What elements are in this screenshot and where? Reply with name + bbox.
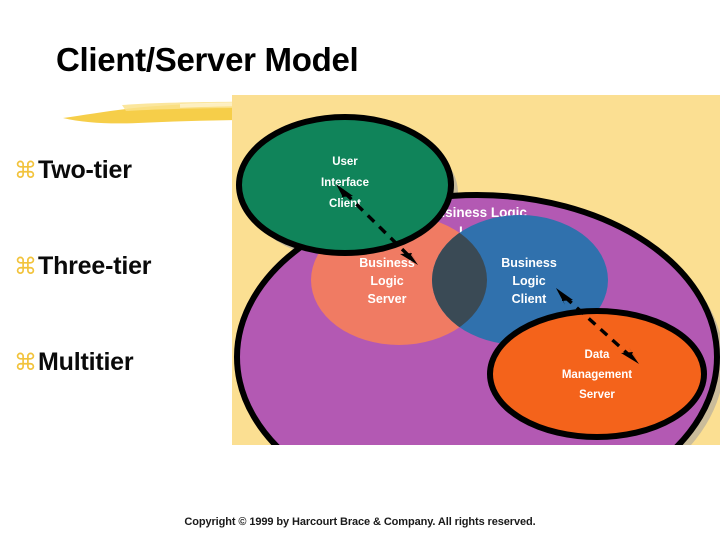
bullet-label-three-tier: Three-tier	[38, 252, 152, 280]
node-data-management-server[interactable]: Data Management Server	[487, 308, 707, 440]
place-of-interest-bullet-icon: ⌘	[14, 350, 37, 376]
user-interface-client-label-line2: Interface	[321, 177, 369, 189]
data-management-server-ellipse	[487, 308, 707, 440]
user-interface-client-ellipse	[236, 114, 454, 256]
bullet-label-multitier: Multitier	[38, 348, 134, 376]
connector-logic-layer-to-data-server[interactable]	[556, 288, 639, 364]
connector-ui-client-to-logic-layer[interactable]	[336, 184, 418, 265]
data-management-server-label-line3: Server	[579, 389, 615, 401]
business-logic-server-label-line1: Business	[359, 256, 415, 270]
business-logic-server-label-line3: Server	[368, 292, 407, 306]
bullet-list: ⌘ Two-tier ⌘ Three-tier ⌘ Multitier	[14, 158, 229, 446]
user-interface-client-label-line3: Client	[329, 198, 361, 210]
user-interface-client-label-line1: User	[332, 156, 358, 168]
data-management-server-label-line2: Management	[562, 369, 632, 381]
place-of-interest-bullet-icon: ⌘	[14, 158, 37, 184]
list-item[interactable]: ⌘ Two-tier	[14, 158, 229, 254]
business-logic-server-label-line2: Logic	[370, 274, 403, 288]
place-of-interest-bullet-icon: ⌘	[14, 254, 37, 280]
list-item[interactable]: ⌘ Multitier	[14, 350, 229, 446]
client-server-diagram-panel: Business Logic Layer Business Logic Serv…	[232, 95, 720, 445]
list-item[interactable]: ⌘ Three-tier	[14, 254, 229, 350]
data-management-server-label-line1: Data	[585, 349, 611, 361]
business-logic-client-label-line2: Logic	[512, 274, 545, 288]
brush-stroke-decoration	[63, 101, 238, 124]
page-title: Client/Server Model	[56, 41, 359, 78]
node-user-interface-client[interactable]: User Interface Client	[236, 114, 454, 256]
business-logic-client-label-line1: Business	[501, 256, 557, 270]
business-logic-layer-label-line1: Business Logic	[427, 205, 527, 220]
copyright-notice: Copyright © 1999 by Harcourt Brace & Com…	[184, 516, 536, 528]
bullet-label-two-tier: Two-tier	[38, 156, 132, 184]
business-logic-client-label-line3: Client	[512, 292, 548, 306]
